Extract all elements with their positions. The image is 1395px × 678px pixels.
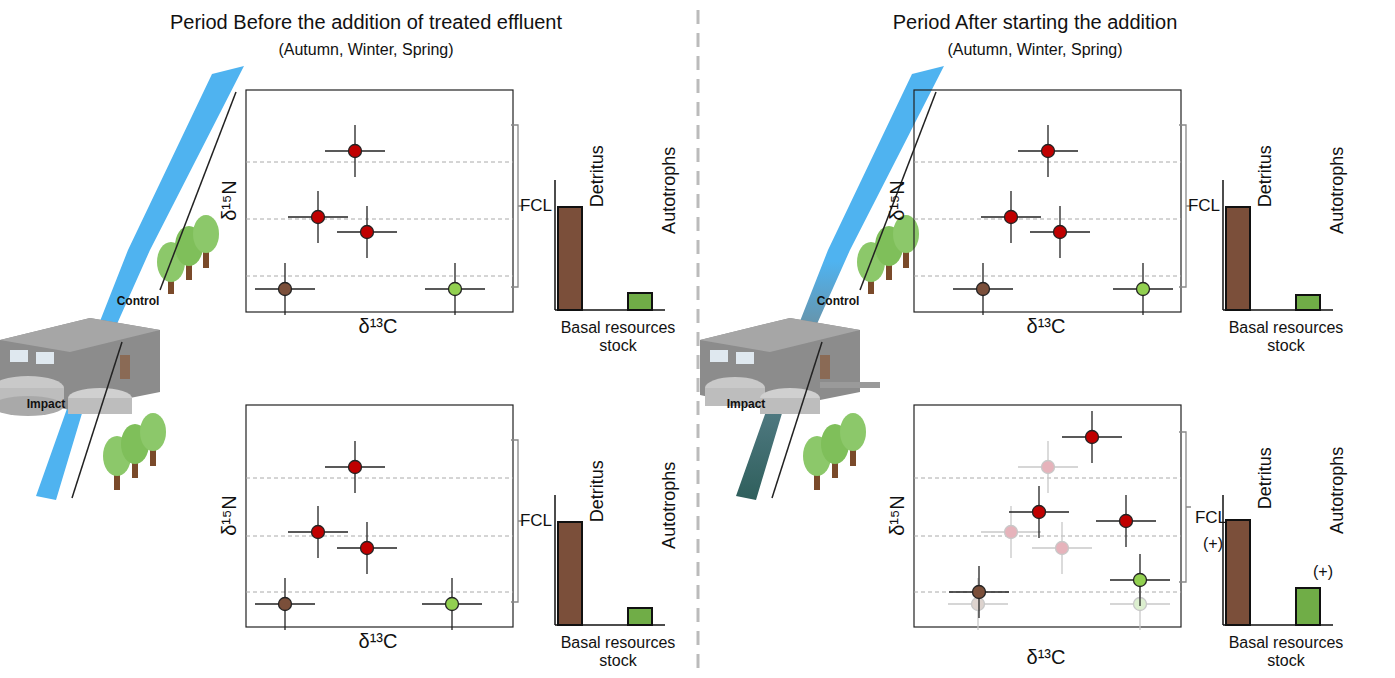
trophic-level-line: [914, 276, 1181, 277]
isotope-point: [1086, 431, 1099, 444]
plot-frame: [914, 90, 1181, 312]
trophic-level-line: [246, 478, 513, 479]
isotope-point: [361, 542, 374, 555]
isotope-point: [1033, 506, 1046, 519]
trees: [103, 215, 219, 490]
panel-title: Period Before the addition of treated ef…: [170, 11, 562, 34]
axis-label: δ¹⁵N: [886, 495, 909, 536]
bar-label: Detritus: [1255, 447, 1276, 509]
bar-label: Detritus: [587, 145, 608, 207]
detritus-bar: [558, 207, 582, 310]
bar-label: Autotrophs: [660, 461, 681, 548]
autotroph-bar: [1296, 295, 1320, 310]
axis-label: δ¹³C: [1027, 315, 1066, 338]
detritus-bar: [1226, 207, 1250, 310]
isotope-point: [1056, 542, 1069, 555]
bar-axis-label: Basal resources stock: [548, 634, 688, 671]
axis-label: δ¹³C: [1027, 646, 1066, 669]
isotope-point: [1005, 526, 1018, 539]
isotope-point: [972, 598, 985, 611]
fcl-bracket: [1179, 432, 1191, 582]
trophic-level-line: [246, 219, 513, 220]
site-label: Control: [817, 295, 860, 309]
isotope-point: [312, 526, 325, 539]
fcl-label: FCL: [520, 511, 552, 531]
panel-title: Period After starting the addition: [893, 11, 1178, 34]
autotroph-bar: [1296, 588, 1320, 625]
isotope-point: [977, 283, 990, 296]
bar-label: Autotrophs: [660, 146, 681, 233]
isotope-point: [1054, 226, 1067, 239]
bar-axis-label: Basal resources stock: [548, 319, 688, 356]
autotroph-bar: [628, 293, 652, 310]
detritus-bar: [558, 522, 582, 625]
bar-label: Detritus: [587, 460, 608, 522]
axis-label: δ¹⁵N: [886, 180, 909, 221]
site-right: [700, 66, 944, 500]
bar-label: Autotrophs: [1328, 146, 1349, 233]
change-mark: (+): [1203, 535, 1223, 553]
isotope-point: [349, 145, 362, 158]
bar-axis-label: Basal resources stock: [1216, 634, 1356, 671]
change-mark: (+): [1313, 563, 1333, 581]
trophic-level-line: [914, 592, 1181, 593]
isotope-point: [1005, 211, 1018, 224]
fcl-label: FCL: [520, 196, 552, 216]
isotope-point: [1042, 145, 1055, 158]
autotroph-bar: [628, 608, 652, 625]
site-label: Impact: [727, 398, 766, 412]
detritus-bar: [1226, 520, 1250, 625]
trophic-level-line: [246, 592, 513, 593]
divider: [697, 10, 700, 670]
trophic-level-line: [246, 162, 513, 163]
plots: [246, 90, 1333, 630]
isotope-point: [279, 283, 292, 296]
bar-label: Autotrophs: [1328, 446, 1349, 533]
isotope-point: [312, 211, 325, 224]
trophic-level-line: [914, 219, 1181, 220]
isotope-point: [1137, 283, 1150, 296]
plot-frame: [246, 90, 513, 312]
site-left: [0, 66, 244, 500]
fcl-label: FCL: [1195, 508, 1227, 528]
isotope-point: [449, 283, 462, 296]
isotope-point: [279, 598, 292, 611]
trophic-level-line: [914, 536, 1181, 537]
panel-subtitle: (Autumn, Winter, Spring): [278, 41, 453, 59]
axis-label: δ¹⁵N: [218, 495, 241, 536]
bar-label: Detritus: [1255, 145, 1276, 207]
fcl-label: FCL: [1188, 196, 1220, 216]
site-label: Control: [117, 295, 160, 309]
bar-axis: [554, 495, 556, 625]
axis-label: δ¹³C: [359, 630, 398, 653]
axis-label: δ¹³C: [359, 315, 398, 338]
isotope-point: [349, 461, 362, 474]
trophic-level-line: [246, 276, 513, 277]
site-label: Impact: [27, 398, 66, 412]
isotope-point: [1120, 515, 1133, 528]
isotope-point: [973, 586, 986, 599]
plot-frame: [246, 405, 513, 627]
isotope-point: [446, 598, 459, 611]
isotope-point: [1042, 461, 1055, 474]
bar-axis: [554, 180, 556, 310]
bar-axis: [1222, 180, 1224, 310]
trophic-level-line: [246, 536, 513, 537]
isotope-point: [361, 226, 374, 239]
bar-axis-label: Basal resources stock: [1216, 319, 1356, 356]
panel-subtitle: (Autumn, Winter, Spring): [947, 41, 1122, 59]
plot-frame: [914, 405, 1181, 627]
axis-label: δ¹⁵N: [218, 180, 241, 221]
isotope-point: [1134, 574, 1147, 587]
